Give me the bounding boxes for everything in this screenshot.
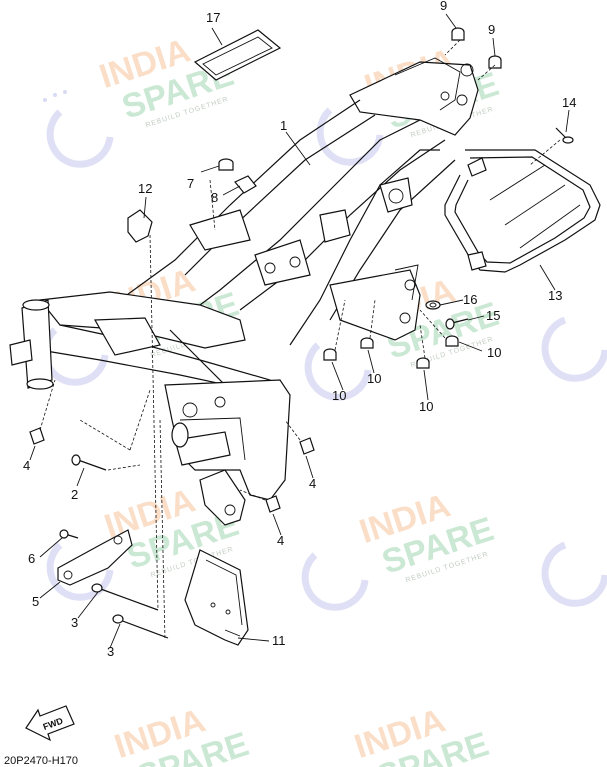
callout-part-2: 2 — [71, 487, 78, 502]
watermark-wrench-icon — [541, 541, 607, 607]
callout-part-4: 4 — [23, 458, 30, 473]
callout-part-4: 4 — [277, 533, 284, 548]
part-14-bolt — [555, 127, 574, 144]
callout-part-8: 8 — [211, 190, 218, 205]
part-callouts: 1 2 3 3 4 4 4 5 6 7 8 9 9 10 10 10 10 11… — [23, 0, 576, 659]
part-4-nut — [265, 495, 281, 513]
watermark-wrench-icon — [304, 342, 372, 401]
callout-part-1: 1 — [280, 118, 287, 133]
callout-part-9: 9 — [488, 22, 495, 37]
part-10-nut — [445, 335, 459, 347]
callout-part-4: 4 — [309, 476, 316, 491]
part-6-bolt — [59, 529, 79, 539]
callout-part-14: 14 — [562, 95, 576, 110]
callout-part-7: 7 — [187, 176, 194, 191]
part-5-bracket — [57, 529, 133, 586]
watermark-layer: INDIA SPARE REBUILD TOGETHER INDIA SPARE… — [41, 31, 607, 767]
callout-part-10: 10 — [367, 371, 381, 386]
part-13-rack — [444, 149, 601, 273]
part-9-bolt — [488, 55, 502, 69]
callout-part-3: 3 — [71, 615, 78, 630]
callout-part-15: 15 — [486, 308, 500, 323]
watermark-logo: INDIA SPARE REBUILD TOGETHER — [355, 486, 498, 584]
watermark-logo: INDIA SPARE — [110, 701, 253, 767]
part-12-clamp — [127, 209, 153, 243]
part-4-nut — [299, 437, 315, 455]
callout-part-13: 13 — [548, 288, 562, 303]
part-10-nut — [360, 337, 374, 349]
watermark-wrench-icon — [316, 107, 384, 166]
part-8-collar — [234, 175, 257, 194]
part-1-main-frame — [9, 57, 479, 526]
watermark-wrench-icon — [541, 316, 607, 382]
callout-part-17: 17 — [206, 10, 220, 25]
callout-part-9: 9 — [440, 0, 447, 13]
part-4-nut — [29, 427, 45, 445]
part-17-pad — [193, 29, 282, 81]
leader-lines — [29, 13, 570, 649]
part-11-plate — [184, 549, 249, 646]
part-10-nut — [416, 357, 430, 369]
callout-part-10: 10 — [487, 345, 501, 360]
diagram-code: 20P2470-H170 — [4, 755, 78, 767]
watermark-logo: INDIA SPARE REBUILD TOGETHER — [95, 31, 238, 129]
callout-part-3: 3 — [107, 644, 114, 659]
callout-part-10: 10 — [332, 388, 346, 403]
part-3-bolt — [91, 583, 159, 611]
watermark-wrench-icon — [46, 109, 114, 168]
callout-part-6: 6 — [28, 551, 35, 566]
watermark-logo: INDIA SPARE — [350, 701, 493, 767]
part-16-washer — [425, 300, 441, 310]
callout-part-16: 16 — [463, 292, 477, 307]
part-15-bolt — [445, 318, 469, 330]
part-7-bolt — [218, 158, 234, 171]
callout-part-11: 11 — [272, 633, 286, 648]
part-9-bolt — [451, 27, 465, 41]
fwd-arrow-icon: FWD — [25, 705, 75, 742]
part-2-bolt — [71, 454, 107, 471]
watermark-wrench-icon — [46, 542, 114, 601]
callout-part-5: 5 — [32, 594, 39, 609]
callout-part-12: 12 — [138, 181, 152, 196]
part-10-nut — [323, 348, 337, 361]
part-3-bolt — [112, 614, 169, 639]
callout-part-10: 10 — [419, 399, 433, 414]
assembly-lines — [39, 39, 561, 641]
watermark-wrench-icon — [301, 552, 369, 611]
